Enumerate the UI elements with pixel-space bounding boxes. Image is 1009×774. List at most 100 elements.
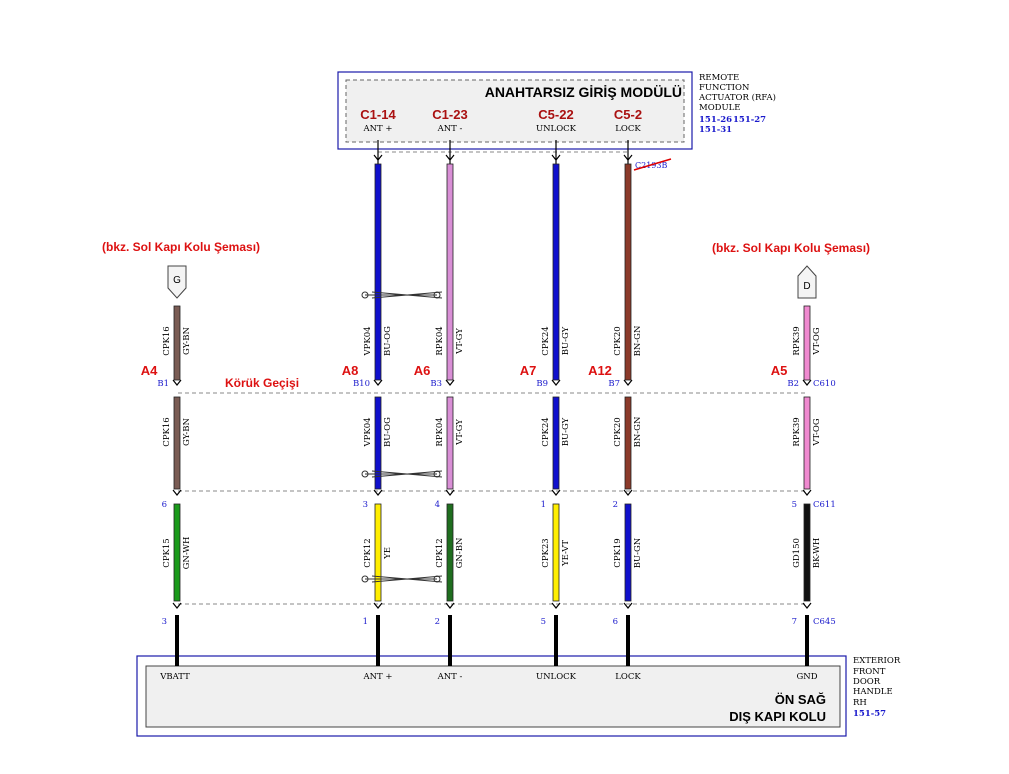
module-ref-151-27[interactable]: 151-27 <box>733 115 766 125</box>
offpage-flag-g[interactable]: G <box>167 265 187 299</box>
circuit-mid-ant_minus: RPK04 <box>435 417 445 446</box>
door-handle-box: ÖN SAĞ DIŞ KAPI KOLU <box>136 655 847 737</box>
wire-seg-mid-gnd[interactable] <box>803 396 811 490</box>
door-desc-line-5: RH <box>853 698 867 708</box>
arrow-bot-ant_plus <box>373 602 383 609</box>
module-ref-151-26[interactable]: 151-26 <box>699 115 732 125</box>
module-title: ANAHTARSIZ GİRİŞ MODÜLÜ <box>485 84 682 100</box>
door-ref-151-57[interactable]: 151-57 <box>853 709 886 719</box>
module-desc-line-3: ACTUATOR (RFA) <box>698 92 776 103</box>
wire-seg-mid-vbatt[interactable] <box>173 396 181 490</box>
wire-stub-vbatt <box>175 615 179 666</box>
circuit-bot-gnd: GD150 <box>792 538 802 568</box>
pin-top-gnd: B2 <box>787 379 799 389</box>
colorcode-bot-lock: BU-GN <box>633 537 643 568</box>
offpage-flag-g-label: G <box>173 275 181 286</box>
colorcode-top-vbatt: GY-BN <box>182 327 192 355</box>
circuit-bot-ant_plus: CPK12 <box>363 538 373 567</box>
wire-seg-bot-ant_minus[interactable] <box>446 503 454 602</box>
colorcode-mid-lock: BN-GN <box>633 416 643 447</box>
door-desc-line-1: EXTERIOR <box>853 656 901 666</box>
pin-mid-unlock: 1 <box>541 500 546 510</box>
wire-seg-bot-lock[interactable] <box>624 503 632 602</box>
connector-lines <box>178 151 808 605</box>
wire-seg-top-vbatt[interactable] <box>173 305 181 381</box>
offpage-flag-d[interactable]: D <box>797 265 817 299</box>
circuit-bot-ant_minus: CPK12 <box>435 538 445 567</box>
pin-top-unlock: B9 <box>536 379 548 389</box>
wire-seg-mid-unlock[interactable] <box>552 396 560 490</box>
end-label-lock: LOCK <box>615 672 641 682</box>
pin-mid-gnd: 5 <box>792 500 797 510</box>
arrow-top-vbatt <box>172 379 182 386</box>
circuit-top-vbatt: CPK16 <box>162 326 172 355</box>
pin-mid-lock: 2 <box>613 500 618 510</box>
splice-ant_plus: A8 <box>342 363 359 378</box>
door-desc-line-2: FRONT <box>853 667 886 677</box>
wire-seg-top-lock[interactable] <box>624 163 632 381</box>
wire-seg-mid-lock[interactable] <box>624 396 632 490</box>
end-label-ant_plus: ANT + <box>362 672 392 682</box>
arrow-top-ant_minus <box>445 379 455 386</box>
wire-stub-unlock <box>554 615 558 666</box>
arrow-bot-gnd <box>802 602 812 609</box>
connector-c610: C610 <box>813 379 836 389</box>
connector-strike-line <box>633 158 672 171</box>
twisted-pair-markers <box>361 291 443 583</box>
wire-seg-mid-ant_minus[interactable] <box>446 396 454 490</box>
arrow-bot-vbatt <box>172 602 182 609</box>
pin-bot-lock: 6 <box>613 617 618 627</box>
door-desc-line-3: DOOR <box>853 677 881 687</box>
connector-c645: C645 <box>813 617 836 627</box>
colorcode-mid-gnd: VT-OG <box>812 418 822 447</box>
colorcode-top-lock: BN-GN <box>633 325 643 356</box>
circuit-top-lock: CPK20 <box>613 326 623 355</box>
arrow-top-ant_plus <box>373 379 383 386</box>
arrow-top-lock <box>623 379 633 386</box>
pin-mid-ant_minus: 4 <box>435 500 440 510</box>
door-desc-line-4: HANDLE <box>853 687 893 697</box>
end-label-unlock: UNLOCK <box>536 672 577 682</box>
module-desc-line-2: FUNCTION <box>699 83 750 93</box>
colorcode-bot-vbatt: GN-WH <box>182 537 192 570</box>
pin-bot-ant_plus: 1 <box>363 617 368 627</box>
door-handle-title-1: ÖN SAĞ <box>775 692 826 707</box>
circuit-top-ant_plus: VPK04 <box>363 326 373 356</box>
circuit-mid-lock: CPK20 <box>613 417 623 446</box>
arrow-mid-ant_minus <box>445 489 455 496</box>
wire-seg-bot-unlock[interactable] <box>552 503 560 602</box>
wire-seg-mid-ant_plus[interactable] <box>374 396 382 490</box>
module-description: REMOTE FUNCTION ACTUATOR (RFA) MODULE 15… <box>698 73 776 135</box>
arrow-top-unlock <box>551 379 561 386</box>
colorcode-top-ant_plus: BU-OG <box>383 326 393 356</box>
colorcode-bot-gnd: BK-WH <box>812 538 822 569</box>
twist-marker-mid <box>361 470 443 478</box>
arrow-top-gnd <box>802 379 812 386</box>
arrow-bot-lock <box>623 602 633 609</box>
wire-seg-top-ant_plus[interactable] <box>374 163 382 381</box>
circuit-bot-unlock: CPK23 <box>541 538 551 567</box>
circuit-mid-unlock: CPK24 <box>541 417 551 446</box>
module-pin-label-ant_minus: ANT - <box>437 124 463 134</box>
wire-seg-top-unlock[interactable] <box>552 163 560 381</box>
wire-seg-top-ant_minus[interactable] <box>446 163 454 381</box>
wire-seg-bot-ant_plus[interactable] <box>374 503 382 602</box>
pin-top-lock: B7 <box>608 379 620 389</box>
colorcode-mid-vbatt: GY-BN <box>182 418 192 446</box>
splice-ant_minus: A6 <box>414 363 431 378</box>
module-pin-label-ant_plus: ANT + <box>362 124 392 134</box>
end-label-ant_minus: ANT - <box>437 672 463 682</box>
bellows-note: Körük Geçişi <box>225 376 299 390</box>
module-desc-line-1: REMOTE <box>699 73 739 83</box>
wire-seg-bot-vbatt[interactable] <box>173 503 181 602</box>
module-ref-151-31[interactable]: 151-31 <box>699 125 732 135</box>
pin-bot-ant_minus: 2 <box>435 617 440 627</box>
wire-seg-bot-gnd[interactable] <box>803 503 811 602</box>
wire-seg-top-gnd[interactable] <box>803 305 811 381</box>
left-ref-note: (bkz. Sol Kapı Kolu Şeması) <box>102 240 260 254</box>
module-box: ANAHTARSIZ GİRİŞ MODÜLÜ <box>337 71 693 150</box>
